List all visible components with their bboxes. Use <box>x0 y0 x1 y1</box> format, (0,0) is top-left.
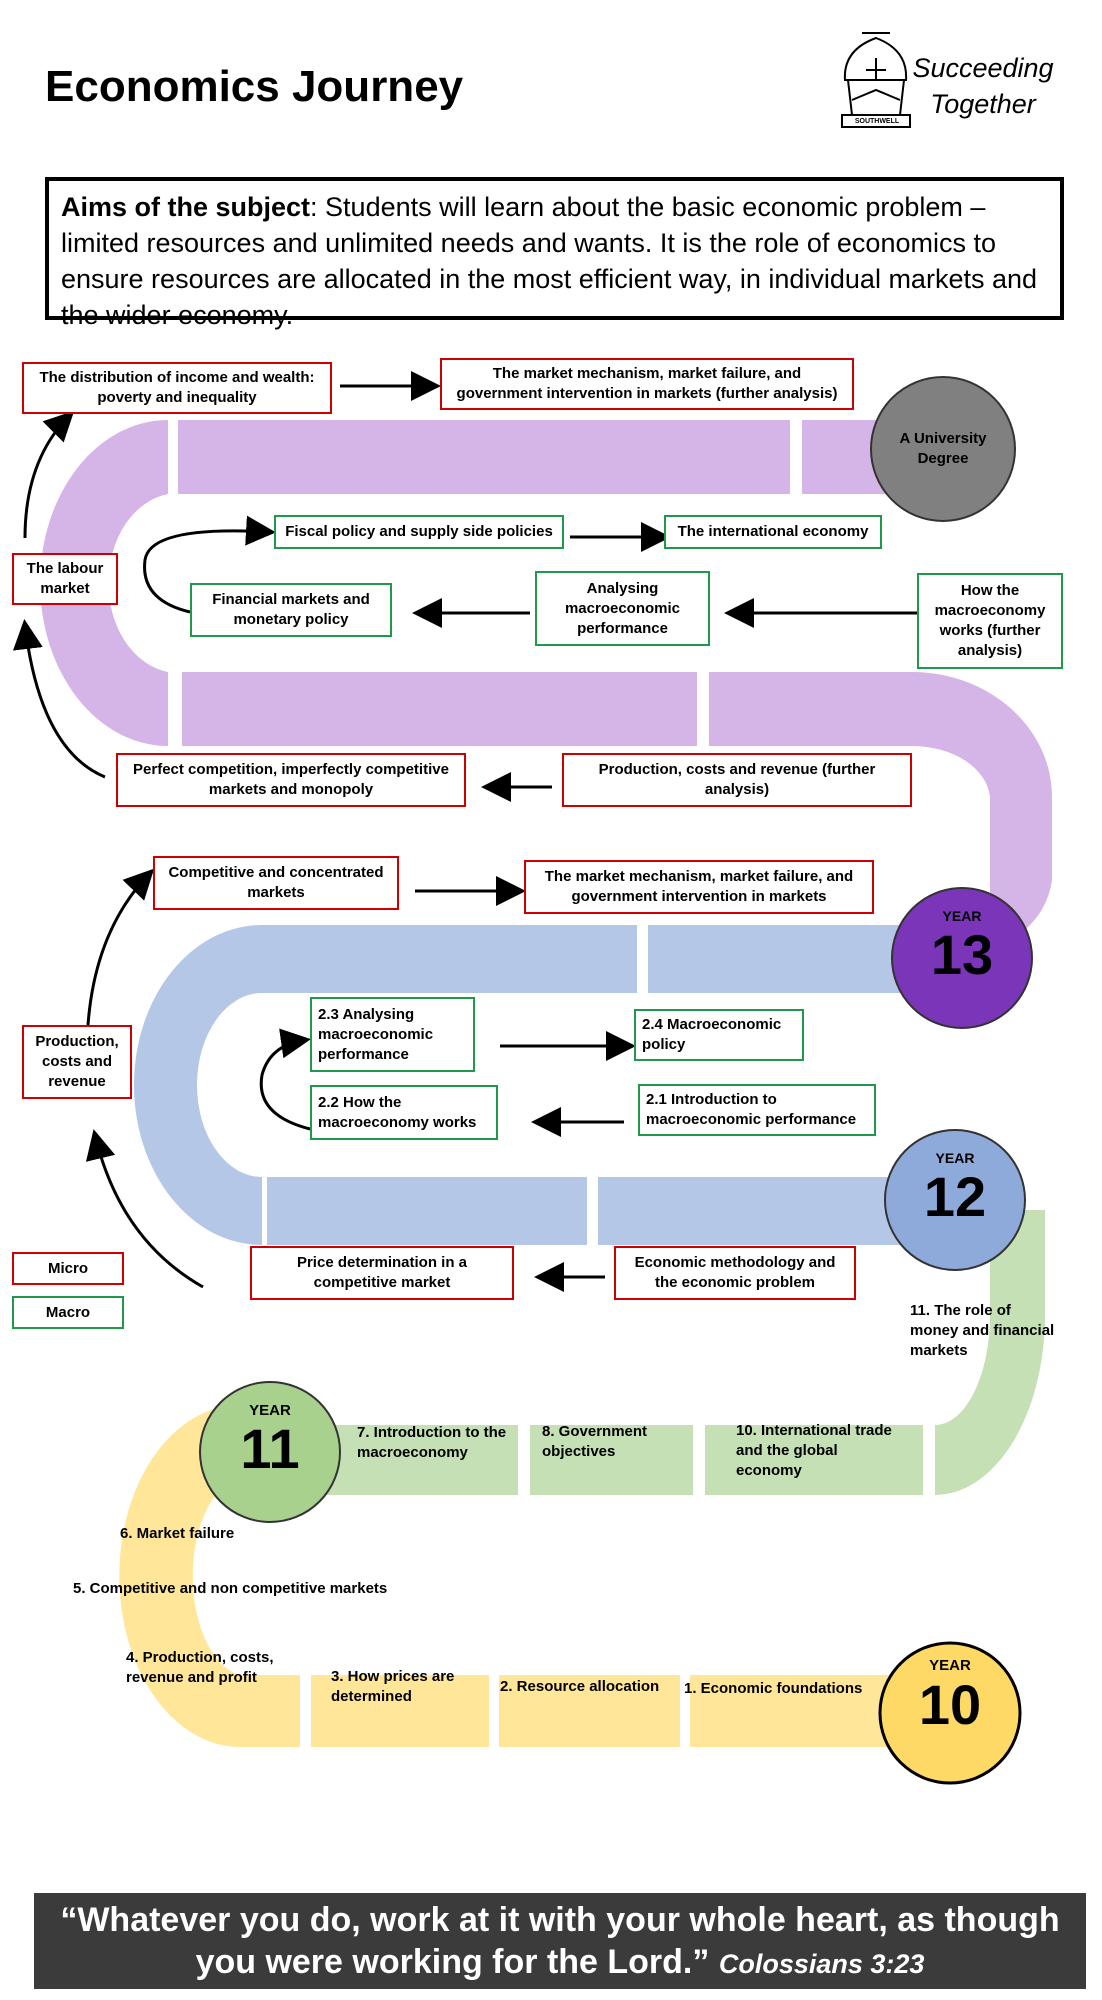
year12-number: 12 <box>923 1165 987 1228</box>
topic-2: 2. Resource allocation <box>500 1678 660 1695</box>
arrow <box>85 1129 204 1289</box>
university-circle <box>870 376 1016 522</box>
topic-4: 4. Production, costs, revenue and profit <box>126 1649 274 1686</box>
topic-how-macro-works-further: How the macroeconomy works (further anal… <box>917 573 1063 669</box>
year11-circle <box>199 1381 341 1523</box>
topic-10: 10. International trade and the global e… <box>736 1422 892 1479</box>
crest-text: SOUTHWELL <box>854 118 900 125</box>
topic-market-mechanism-further: The market mechanism, market failure, an… <box>440 358 854 410</box>
topic-2-3: 2.3 Analysing macroeconomic performance <box>310 997 475 1072</box>
road-segment <box>709 672 912 746</box>
crest-logo <box>841 32 911 128</box>
topic-fiscal-policy: Fiscal policy and supply side policies <box>274 515 564 549</box>
road-segment <box>267 1177 587 1245</box>
topic-financial-markets: Financial markets and monetary policy <box>190 583 392 637</box>
topic-5: 5. Competitive and non competitive marke… <box>73 1580 388 1597</box>
road-curve <box>119 1405 300 1747</box>
arrow <box>86 868 155 1026</box>
footer-citation: Colossians 3:23 <box>718 1949 925 1979</box>
topic-1: 1. Economic foundations <box>684 1680 863 1697</box>
road-segment <box>311 1675 489 1747</box>
topic-labour-market: The labour market <box>12 553 118 605</box>
topic-production-costs: Production, costs and revenue <box>22 1025 132 1099</box>
page-title: Economics Journey <box>45 62 464 111</box>
year13-circle <box>891 887 1033 1029</box>
road-segment <box>705 1425 923 1495</box>
topic-market-mechanism: The market mechanism, market failure, an… <box>524 860 874 914</box>
topic-7: 7. Introduction to the macroeconomy <box>357 1424 507 1461</box>
road-segment <box>178 420 790 494</box>
topic-distribution: The distribution of income and wealth: p… <box>22 362 332 414</box>
topic-international-economy: The international economy <box>664 515 882 549</box>
footer-quote-banner: “Whatever you do, work at it with your w… <box>34 1893 1086 1989</box>
year10-number: 10 <box>918 1673 982 1736</box>
topic-2-1: 2.1 Introduction to macroeconomic perfor… <box>638 1084 876 1136</box>
road-segment <box>499 1675 680 1747</box>
year12-road <box>134 925 950 1245</box>
arrow <box>23 410 75 539</box>
topic-analysing-macro: Analysing macroeconomic performance <box>535 571 710 646</box>
arrow <box>259 1028 311 1131</box>
motto-line-1: Succeeding <box>912 53 1054 83</box>
topic-2-2: 2.2 How the macroeconomy works <box>310 1085 498 1140</box>
year13-arrows <box>12 371 925 802</box>
year11-label: YEAR <box>249 1402 291 1419</box>
year12-arrows <box>85 868 636 1292</box>
year13-label: YEAR <box>942 908 982 924</box>
topic-8: 8. Government objectives <box>542 1423 648 1460</box>
topic-2-4: 2.4 Macroeconomic policy <box>634 1009 804 1061</box>
topic-methodology: Economic methodology and the economic pr… <box>614 1246 856 1300</box>
aims-label: Aims of the subject <box>61 192 311 222</box>
year12-circle <box>884 1129 1026 1271</box>
topic-perfect-competition: Perfect competition, imperfectly competi… <box>116 753 466 807</box>
road-segment <box>262 925 637 993</box>
road-curve <box>912 672 1052 940</box>
year10-road <box>119 1405 900 1747</box>
arrow <box>143 515 276 614</box>
road-segment <box>690 1675 900 1747</box>
motto-line-2: Together <box>930 89 1036 119</box>
topic-11: 11. The role of money and financial mark… <box>910 1302 1055 1359</box>
footer-quote: “Whatever you do, work at it with your w… <box>60 1901 1060 1981</box>
year11-number: 11 <box>240 1417 300 1480</box>
arrow <box>12 619 106 779</box>
road-segment <box>530 1425 693 1495</box>
road-curve <box>134 925 262 1245</box>
topic-3: 3. How prices are determined <box>331 1668 455 1705</box>
legend-micro: Micro <box>12 1252 124 1285</box>
topic-6: 6. Market failure <box>120 1525 235 1542</box>
road-segment <box>182 672 697 746</box>
legend-macro: Macro <box>12 1296 124 1329</box>
aims-text: : Students will learn about the basic ec… <box>61 192 1038 330</box>
aims-box: Aims of the subject: Students will learn… <box>45 177 1064 330</box>
university-label: A University Degree <box>899 430 987 467</box>
year12-label: YEAR <box>935 1150 975 1166</box>
topic-production-further: Production, costs and revenue (further a… <box>562 753 912 807</box>
year13-number: 13 <box>930 923 994 986</box>
topic-competitive-concentrated: Competitive and concentrated markets <box>153 856 399 910</box>
road-curve <box>935 1210 1045 1495</box>
year10-label: YEAR <box>929 1657 971 1674</box>
year10-circle <box>878 1641 1022 1785</box>
topic-price-determination: Price determination in a competitive mar… <box>250 1246 514 1300</box>
motto: Succeeding Together <box>898 50 1068 122</box>
